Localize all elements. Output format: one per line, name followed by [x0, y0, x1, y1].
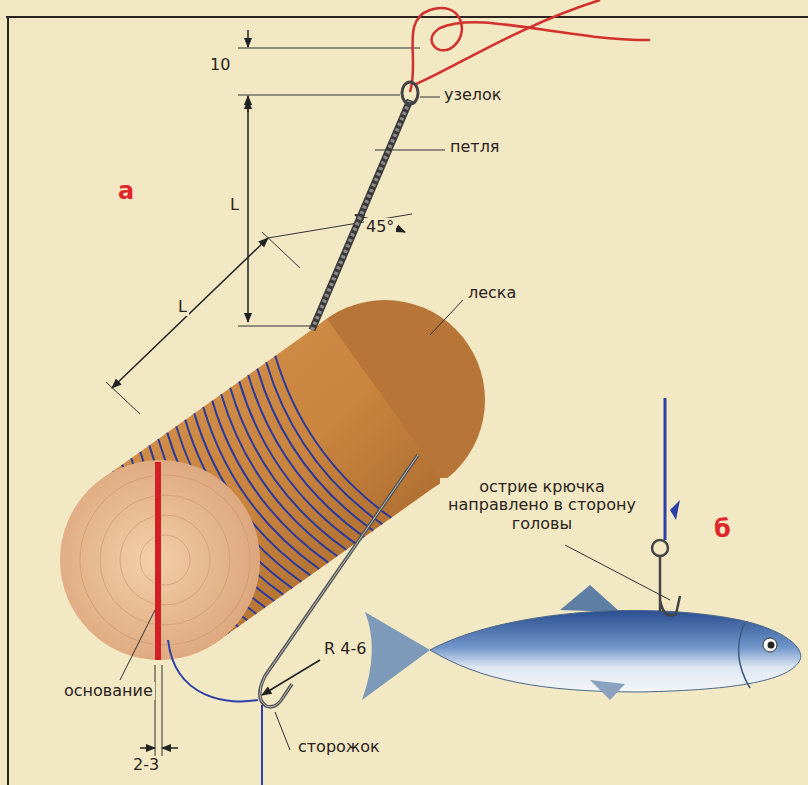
bait-fish	[362, 585, 801, 700]
part-name: узелок	[444, 86, 502, 104]
part-name: основание	[62, 682, 155, 700]
dimension-value: L	[176, 298, 189, 316]
part-name: сторожок	[298, 738, 380, 756]
fishing-line	[416, 0, 600, 84]
dimension-line	[247, 100, 249, 322]
dimension-value: 2-3	[133, 756, 159, 774]
dimension-value: R 4-6	[322, 640, 368, 658]
extension-line	[162, 665, 163, 756]
radius-arrow	[262, 660, 320, 695]
dimension-value: 10	[210, 56, 230, 74]
dimension-arrow	[162, 747, 178, 749]
loop-twist	[312, 100, 410, 330]
winding	[266, 362, 382, 524]
dimension-arrow	[140, 747, 155, 749]
winding	[257, 369, 373, 531]
extension-line	[106, 382, 140, 414]
winding	[248, 375, 364, 537]
base-front	[60, 460, 260, 660]
fishing-line	[168, 640, 258, 701]
extension-line	[238, 326, 312, 327]
dimension-arrow	[247, 30, 249, 47]
hook-ring	[652, 540, 668, 556]
dimension-value: L	[228, 196, 241, 214]
extension-line	[155, 665, 156, 756]
fishing-line	[261, 705, 263, 785]
extension-line	[268, 214, 412, 238]
loop-wire	[312, 100, 410, 330]
figure-letter: б	[714, 516, 731, 544]
hook	[660, 556, 680, 615]
fishing-line	[410, 8, 650, 92]
leader-line	[664, 398, 667, 540]
note-text: острие крючка направлено в сторону голов…	[440, 478, 644, 533]
hook-tip	[670, 500, 680, 520]
extension-line	[238, 48, 420, 49]
winding	[239, 381, 355, 543]
slit	[155, 462, 161, 660]
figure-letter: а	[118, 178, 134, 206]
extension-line	[262, 232, 300, 268]
frame-line	[6, 16, 808, 18]
part-name: петля	[450, 138, 499, 156]
part-name: леска	[468, 284, 516, 302]
winding	[275, 356, 391, 518]
dimension-line	[112, 238, 268, 388]
loop-ring	[402, 82, 418, 104]
extension-line	[238, 95, 400, 96]
frame-line	[7, 17, 9, 785]
dimension-value: 45°	[364, 218, 396, 236]
